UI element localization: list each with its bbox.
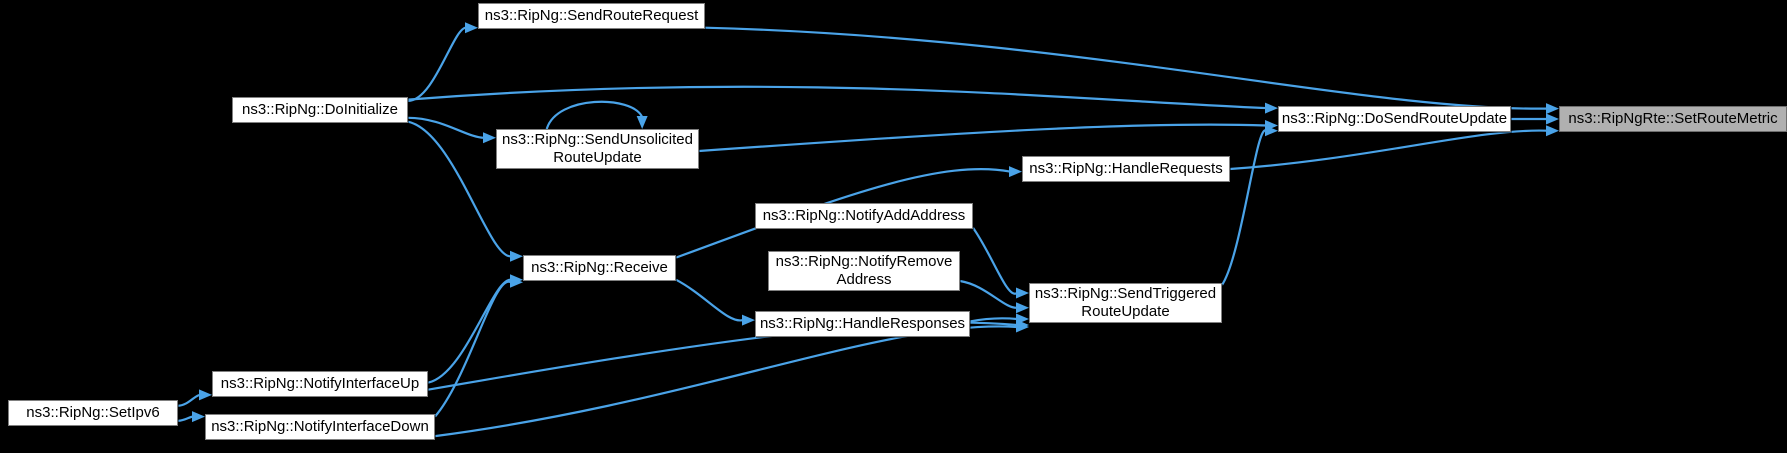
edge-line (969, 317, 1018, 323)
edge-line (704, 26, 1548, 110)
graph-node-doSendRouteUpdate[interactable]: ns3::RipNg::DoSendRouteUpdate (1278, 106, 1511, 132)
graph-node-notifyAddAddress[interactable]: ns3::RipNg::NotifyAddAddress (755, 203, 973, 229)
edge-line (434, 280, 512, 418)
edge-line (407, 120, 512, 258)
edge-line (698, 123, 1267, 153)
edge-arrowhead (1546, 125, 1559, 137)
edge-arrowhead (742, 314, 755, 326)
edge-arrowhead (192, 411, 205, 423)
graph-node-setIpv6[interactable]: ns3::RipNg::SetIpv6 (8, 400, 178, 426)
edge-line (407, 116, 485, 139)
edge-arrowhead (1016, 321, 1029, 333)
edge-arrowhead (483, 132, 496, 144)
edge-line (675, 168, 1011, 259)
edge-line (959, 279, 1018, 309)
edge-line (675, 278, 744, 322)
edge-line (177, 415, 194, 422)
graph-node-setRouteMetric[interactable]: ns3::RipNgRte::SetRouteMetric (1559, 106, 1787, 132)
edge-line (972, 227, 1018, 295)
edge-arrowhead (1016, 302, 1029, 314)
graph-node-notifyIfaceUp[interactable]: ns3::RipNg::NotifyInterfaceUp (212, 371, 428, 397)
edge-arrowhead (1546, 103, 1559, 115)
edge-arrowhead (636, 116, 648, 129)
graph-node-sendRouteRequest[interactable]: ns3::RipNg::SendRouteRequest (478, 3, 705, 29)
graph-node-handleRequests[interactable]: ns3::RipNg::HandleRequests (1022, 156, 1230, 182)
edge-line (407, 26, 467, 102)
graph-node-receive[interactable]: ns3::RipNg::Receive (523, 255, 676, 281)
graph-node-notifyIfaceDown[interactable]: ns3::RipNg::NotifyInterfaceDown (205, 414, 435, 440)
edge-line-self (545, 100, 644, 130)
edge-arrowhead (510, 276, 523, 288)
graph-node-sendTriggered[interactable]: ns3::RipNg::SendTriggered RouteUpdate (1029, 283, 1222, 323)
graph-node-sendUnsolicited[interactable]: ns3::RipNg::SendUnsolicited RouteUpdate (496, 129, 699, 169)
graph-node-doInitialize[interactable]: ns3::RipNg::DoInitialize (232, 97, 408, 123)
edge-arrowhead (465, 22, 478, 34)
edge-arrowhead (199, 389, 212, 401)
edge-line (1229, 129, 1548, 171)
edge-line (177, 393, 201, 407)
graph-node-handleResponses[interactable]: ns3::RipNg::HandleResponses (755, 311, 970, 337)
edge-line (407, 85, 1267, 110)
edge-arrowhead (510, 250, 523, 262)
edge-arrowhead (1265, 102, 1278, 114)
edge-arrowhead (1016, 287, 1029, 299)
edge-arrowhead (1009, 166, 1022, 178)
edge-line (1221, 129, 1268, 286)
edge-line (427, 278, 512, 384)
graph-node-notifyRemoveAddr[interactable]: ns3::RipNg::NotifyRemove Address (768, 251, 960, 291)
edge-arrowhead (1546, 113, 1559, 125)
edge-arrowhead (1265, 125, 1278, 137)
